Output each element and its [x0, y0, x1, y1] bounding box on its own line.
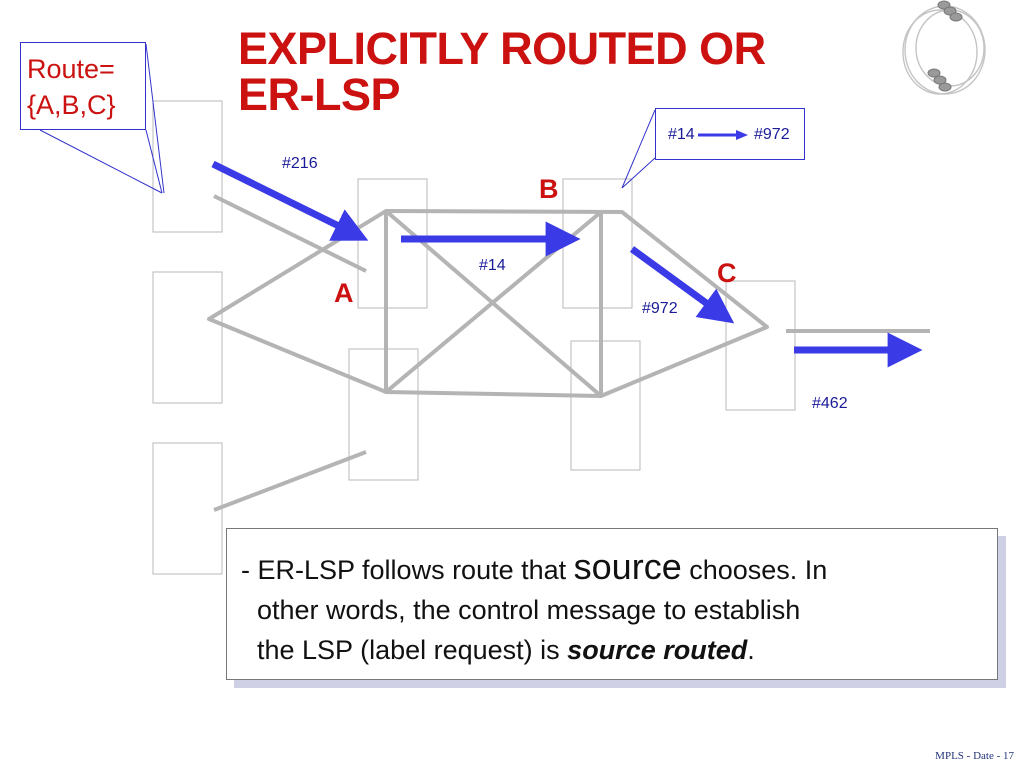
- note-line3: the LSP (label request) is source routed…: [257, 635, 755, 665]
- note-line2: other words, the control message to esta…: [257, 595, 801, 625]
- label-swap-callout: #14 #972: [655, 108, 805, 160]
- note-box: - ER-LSP follows route that source choos…: [226, 528, 998, 680]
- label-b-to-c: #972: [642, 300, 678, 317]
- lsp-arrow-ingress: [211, 160, 369, 241]
- router-frame: [152, 442, 223, 575]
- label-a-to-b: #14: [479, 257, 506, 274]
- label-swap-from: #14: [668, 126, 695, 143]
- route-callout-line2: {A,B,C}: [27, 90, 116, 120]
- label-swap-to: #972: [754, 126, 790, 143]
- router-frame: [570, 340, 641, 471]
- label-ingress: #216: [282, 155, 318, 172]
- access-link: [213, 450, 367, 512]
- router-frame: [357, 178, 428, 309]
- router-frame: [562, 178, 633, 309]
- router-frame: [152, 271, 223, 404]
- router-label-b: B: [539, 174, 559, 204]
- lsp-arrows: [211, 160, 923, 368]
- slide-title-line2: ER-LSP: [238, 69, 401, 120]
- slide-footer: MPLS - Date - 17: [935, 750, 1014, 762]
- slide-title: EXPLICITLY ROUTED OR ER-LSP: [238, 26, 766, 118]
- note-line1: - ER-LSP follows route that source choos…: [241, 546, 828, 587]
- slide-title-line1: EXPLICITLY ROUTED OR: [238, 23, 766, 74]
- access-link: [213, 194, 367, 273]
- arrow-right-icon: [698, 130, 748, 140]
- lsp-arrow-b-to-c: [629, 246, 735, 324]
- note-emphasis-source-routed: source routed: [567, 635, 748, 665]
- router-frame: [152, 100, 223, 233]
- note-emphasis-source: source: [573, 546, 682, 587]
- route-callout: Route= {A,B,C}: [20, 42, 146, 130]
- router-label-c: C: [717, 258, 737, 288]
- router-frame: [348, 348, 419, 481]
- label-egress: #462: [812, 395, 848, 412]
- rings-logo-icon: [902, 0, 986, 95]
- callout-pointers: [39, 43, 656, 194]
- router-label-a: A: [334, 278, 354, 308]
- route-callout-line1: Route=: [27, 54, 115, 84]
